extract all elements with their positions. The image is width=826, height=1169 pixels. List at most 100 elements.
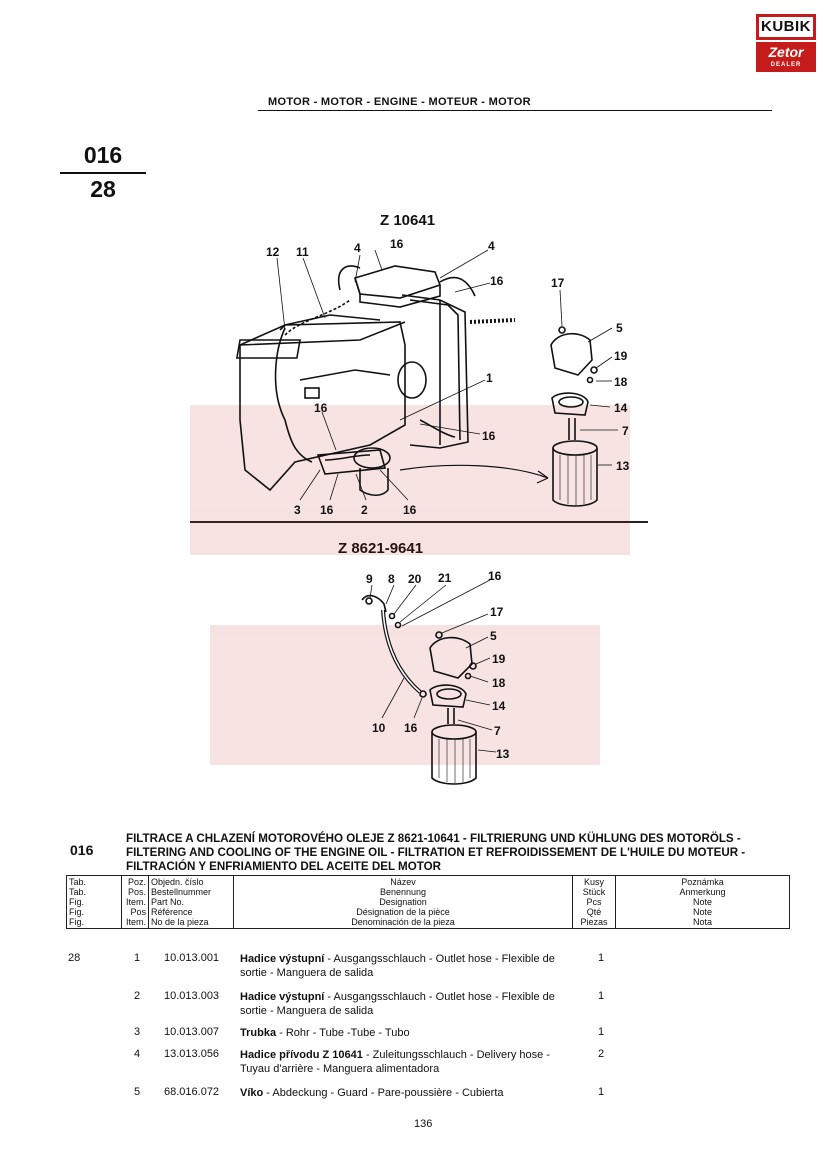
row-pos: 2 bbox=[134, 990, 141, 1002]
row-description: Hadice výstupní - Ausgangsschlauch - Out… bbox=[240, 952, 570, 980]
section-divider bbox=[60, 172, 146, 174]
callout-7: 7 bbox=[622, 424, 629, 438]
callout-12: 12 bbox=[266, 245, 280, 259]
callout-16: 16 bbox=[390, 237, 404, 251]
header-part-no: Objedn. číslo Bestellnummer Part No. Réf… bbox=[148, 875, 234, 929]
row-desc-text: - Abdeckung - Guard - Pare-poussière - C… bbox=[263, 1087, 504, 1099]
exploded-parts-diagram: 12 11 4 16 4 16 17 5 19 18 14 7 13 1 16 … bbox=[190, 237, 630, 785]
diagram-separator bbox=[190, 521, 648, 523]
callout-4: 4 bbox=[488, 239, 495, 253]
callout-18: 18 bbox=[492, 676, 506, 690]
row-name: Hadice výstupní bbox=[240, 953, 325, 965]
callout-13: 13 bbox=[616, 459, 630, 473]
row-description: Hadice přívodu Z 10641 - Zuleitungsschla… bbox=[240, 1048, 570, 1076]
header-divider bbox=[258, 110, 772, 111]
logo-kubik-text: KUBIK bbox=[756, 14, 816, 40]
callout-19: 19 bbox=[614, 349, 628, 363]
row-part-number: 10.013.003 bbox=[164, 990, 220, 1002]
row-pos: 5 bbox=[134, 1086, 141, 1098]
header-tab-text: Tab. Tab. Fig. Fig. Fig. bbox=[69, 877, 87, 927]
row-name: Hadice přívodu Z 10641 bbox=[240, 1049, 363, 1061]
callout-7: 7 bbox=[494, 724, 501, 738]
header-designation: Název Benennung Designation Désignation … bbox=[233, 875, 573, 929]
row-description: Trubka - Rohr - Tube -Tube - Tubo bbox=[240, 1026, 570, 1040]
diagram-2-title: Z 8621-9641 bbox=[338, 540, 423, 557]
callout-9: 9 bbox=[366, 572, 373, 586]
diagram-2-drawing bbox=[361, 579, 497, 785]
callout-3: 3 bbox=[294, 503, 301, 517]
logo-dealer-text: DEALER bbox=[770, 62, 802, 68]
header-qty-text: Kusy Stück Pcs Qté Piezas bbox=[580, 877, 608, 927]
callout-17: 17 bbox=[490, 605, 504, 619]
header-note: Poznámka Anmerkung Note Note Nota bbox=[615, 875, 790, 929]
row-qty: 1 bbox=[598, 952, 605, 964]
callout-19: 19 bbox=[492, 652, 506, 666]
row-pos: 3 bbox=[134, 1026, 141, 1038]
diagram-1-callouts: 12 11 4 16 4 16 17 5 19 18 14 7 13 1 16 … bbox=[266, 237, 630, 517]
header-pos: Poz. Pos. Item. Pos Item. bbox=[121, 875, 149, 929]
parts-table-header: Tab. Tab. Fig. Fig. Fig. Poz. Pos. Item.… bbox=[66, 875, 790, 929]
logo-zetor-text: Zetor bbox=[768, 44, 804, 60]
row-description: Víko - Abdeckung - Guard - Pare-poussièr… bbox=[240, 1086, 570, 1100]
callout-2: 2 bbox=[361, 503, 368, 517]
row-tab: 28 bbox=[68, 952, 81, 964]
callout-18: 18 bbox=[614, 375, 628, 389]
header-part-no-text: Objedn. číslo Bestellnummer Part No. Réf… bbox=[151, 877, 212, 927]
header-note-text: Poznámka Anmerkung Note Note Nota bbox=[679, 877, 726, 927]
row-part-number: 10.013.001 bbox=[164, 952, 220, 964]
header-designation-text: Název Benennung Designation Désignation … bbox=[351, 877, 455, 927]
callout-21: 21 bbox=[438, 571, 452, 585]
callout-20: 20 bbox=[408, 572, 422, 586]
diagram-1-title: Z 10641 bbox=[380, 212, 436, 229]
header-tab: Tab. Tab. Fig. Fig. Fig. bbox=[66, 875, 122, 929]
callout-16: 16 bbox=[314, 401, 328, 415]
callout-16: 16 bbox=[488, 569, 502, 583]
callout-16: 16 bbox=[482, 429, 496, 443]
callout-14: 14 bbox=[614, 401, 628, 415]
callout-5: 5 bbox=[490, 629, 497, 643]
diagram-2-callouts: 9 8 20 21 16 17 5 19 18 14 7 13 10 16 bbox=[366, 569, 510, 761]
section-number: 016 bbox=[83, 142, 123, 168]
row-desc-text: - Ausgangsschlauch - Outlet hose - Flexi… bbox=[240, 991, 555, 1017]
row-name: Hadice výstupní bbox=[240, 991, 325, 1003]
callout-5: 5 bbox=[616, 321, 623, 335]
row-part-number: 68.016.072 bbox=[164, 1086, 220, 1098]
row-part-number: 13.013.056 bbox=[164, 1048, 220, 1060]
page-header-title: MOTOR - MOTOR - ENGINE - MOTEUR - MOTOR bbox=[268, 96, 531, 108]
intro-section-number: 016 bbox=[70, 842, 94, 858]
callout-4: 4 bbox=[354, 241, 361, 255]
callout-14: 14 bbox=[492, 699, 506, 713]
callout-11: 11 bbox=[296, 245, 309, 259]
row-desc-text: - Zuleitungsschlauch - Delivery hose - T… bbox=[240, 1049, 550, 1075]
diagram-1-drawing bbox=[235, 249, 618, 507]
watermark-logo bbox=[190, 405, 630, 765]
callout-10: 10 bbox=[372, 721, 386, 735]
callout-16: 16 bbox=[320, 503, 334, 517]
section-table-number: 28 bbox=[90, 176, 116, 202]
row-qty: 1 bbox=[598, 1086, 605, 1098]
callout-13: 13 bbox=[496, 747, 510, 761]
row-name: Víko bbox=[240, 1087, 264, 1099]
row-qty: 1 bbox=[598, 990, 605, 1002]
row-description: Hadice výstupní - Ausgangsschlauch - Out… bbox=[240, 990, 570, 1018]
intro-description: FILTRACE A CHLAZENÍ MOTOROVÉHO OLEJE Z 8… bbox=[126, 832, 746, 873]
logo-zetor-badge: Zetor DEALER bbox=[756, 42, 816, 72]
callout-17: 17 bbox=[551, 276, 565, 290]
callout-16: 16 bbox=[490, 274, 504, 288]
callout-8: 8 bbox=[388, 572, 395, 586]
row-desc-text: - Rohr - Tube -Tube - Tubo bbox=[276, 1027, 410, 1039]
row-desc-text: - Ausgangsschlauch - Outlet hose - Flexi… bbox=[240, 953, 555, 979]
row-part-number: 10.013.007 bbox=[164, 1026, 220, 1038]
row-pos: 4 bbox=[134, 1048, 141, 1060]
page-number: 136 bbox=[414, 1118, 433, 1130]
kubik-zetor-logo: KUBIK Zetor DEALER bbox=[756, 14, 816, 72]
callout-16: 16 bbox=[403, 503, 417, 517]
row-name: Trubka bbox=[240, 1027, 277, 1039]
row-qty: 2 bbox=[598, 1048, 605, 1060]
callout-1: 1 bbox=[486, 371, 493, 385]
header-pos-text: Poz. Pos. Item. Pos Item. bbox=[125, 877, 146, 927]
row-qty: 1 bbox=[598, 1026, 605, 1038]
callout-16: 16 bbox=[404, 721, 418, 735]
header-qty: Kusy Stück Pcs Qté Piezas bbox=[572, 875, 616, 929]
row-pos: 1 bbox=[134, 952, 141, 964]
